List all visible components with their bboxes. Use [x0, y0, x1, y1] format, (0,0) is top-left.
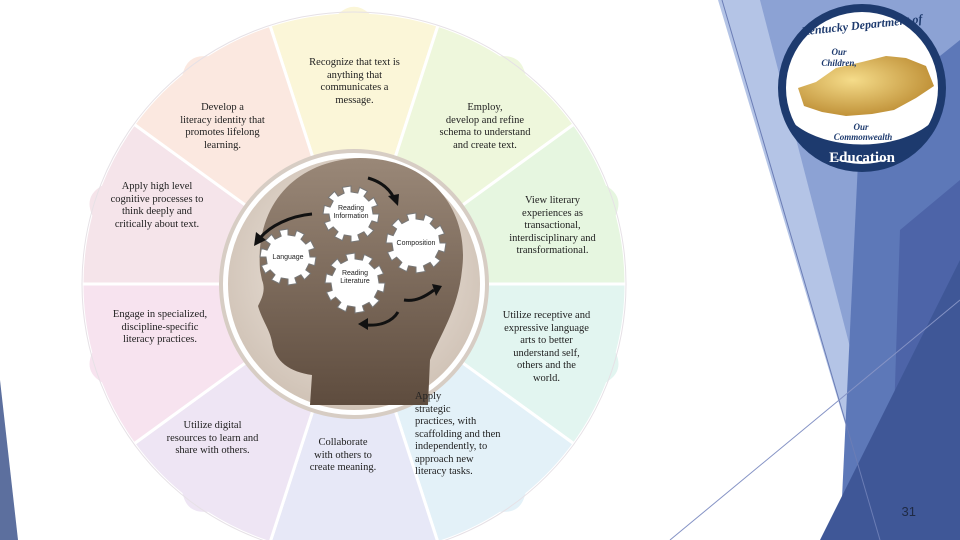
gear-language: [259, 228, 317, 286]
gear-reading-literature: [324, 252, 386, 314]
arrow-bottom: [365, 311, 400, 327]
gear-reading-informational: [322, 185, 380, 243]
wheel-outline: [81, 11, 627, 540]
puzzle-wheel: [80, 3, 628, 540]
arrow-left: [258, 212, 313, 240]
seal-tagline-our-2: Our: [853, 122, 869, 132]
piece-digital-text: Utilize digital resources to learn and s…: [166, 420, 259, 456]
gear-composition: [385, 212, 447, 274]
kentucky-state-shape: [798, 56, 934, 116]
gear-reading-literature-label: Reading Literature: [340, 270, 370, 285]
piece-apply-strategic-text: Apply strategic practices, with scaffold…: [415, 391, 501, 477]
piece-view-text: View literary experiences as transaction…: [509, 195, 596, 256]
seal-tagline-children: Children,: [821, 58, 857, 68]
gear-language-label: Language: [272, 254, 304, 261]
piece-utilize-language-text: Utilize receptive and expressive languag…: [502, 310, 591, 384]
seal-tagline-commonwealth: Commonwealth: [833, 132, 893, 142]
gear-reading-informational-label: Reading Information: [333, 205, 369, 220]
piece-recognize-text: Recognize that text is anything that com…: [309, 57, 400, 106]
page-number: 31: [901, 504, 916, 519]
piece-high-level-text: Apply high level cognitive processes to …: [110, 181, 204, 230]
arrow-right: [403, 288, 435, 302]
cycle-arrows: [254, 176, 442, 330]
seal-tagline-our: Our: [831, 47, 847, 57]
seal-bottom-text: Education: [829, 150, 895, 166]
kde-logo: Kentucky Department of Our Children, Our…: [776, 2, 948, 174]
seal-graphic: [778, 4, 946, 172]
piece-employ-text: Employ, develop and refine schema to und…: [439, 102, 531, 151]
piece-identity-text: Develop a literacy identity that promote…: [180, 102, 265, 151]
gear-group: [259, 185, 447, 314]
gear-composition-label: Composition: [396, 240, 436, 247]
piece-collaborate-text: Collaborate with others to create meanin…: [309, 437, 377, 473]
piece-specialized-text: Engage in specialized, discipline-specif…: [112, 309, 208, 345]
